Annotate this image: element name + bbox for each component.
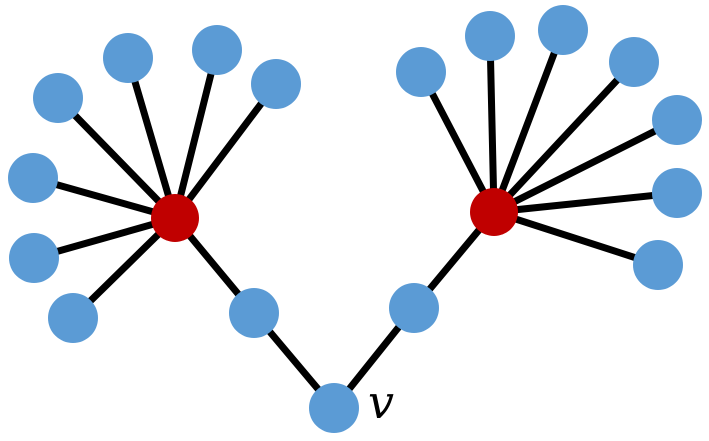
edge-left-hub-leaf-3 (171, 80, 280, 222)
node-v (309, 383, 359, 433)
right-leaf-node-1 (396, 47, 446, 97)
left-leaf-node-6 (9, 233, 59, 283)
edge-right-hub-leaf-3 (490, 26, 567, 216)
right-leaf-node-6 (652, 168, 702, 218)
right-bridge-node (389, 283, 439, 333)
edges (29, 26, 681, 412)
edge-right-hub-leaf-1 (417, 68, 498, 216)
right-hub-node (470, 188, 518, 236)
left-leaf-node-2 (192, 25, 242, 75)
left-leaf-node-7 (48, 293, 98, 343)
left-leaf-node-4 (33, 73, 83, 123)
edge-left-hub-leaf-1 (124, 54, 179, 222)
edge-right-hub-leaf-5 (490, 116, 681, 216)
right-leaf-node-2 (465, 11, 515, 61)
edge-right-hub-leaf-4 (490, 58, 638, 216)
right-leaf-node-5 (652, 95, 702, 145)
left-bridge-node (229, 288, 279, 338)
edge-right-hub-leaf-6 (490, 189, 681, 216)
left-leaf-node-5 (8, 153, 58, 203)
right-leaf-node-3 (538, 5, 588, 55)
edge-left-hub-leaf-2 (171, 46, 221, 222)
right-leaf-node-4 (609, 37, 659, 87)
right-leaf-node-7 (633, 240, 683, 290)
nodes (8, 5, 702, 433)
edge-left-hub-leaf-4 (54, 94, 179, 222)
left-leaf-node-3 (251, 59, 301, 109)
left-leaf-node-1 (103, 33, 153, 83)
left-hub-node (151, 194, 199, 242)
edge-right-hub-leaf-2 (486, 32, 498, 216)
node-label-v: v (368, 375, 394, 429)
edge-right-hub-leaf-7 (490, 208, 662, 269)
